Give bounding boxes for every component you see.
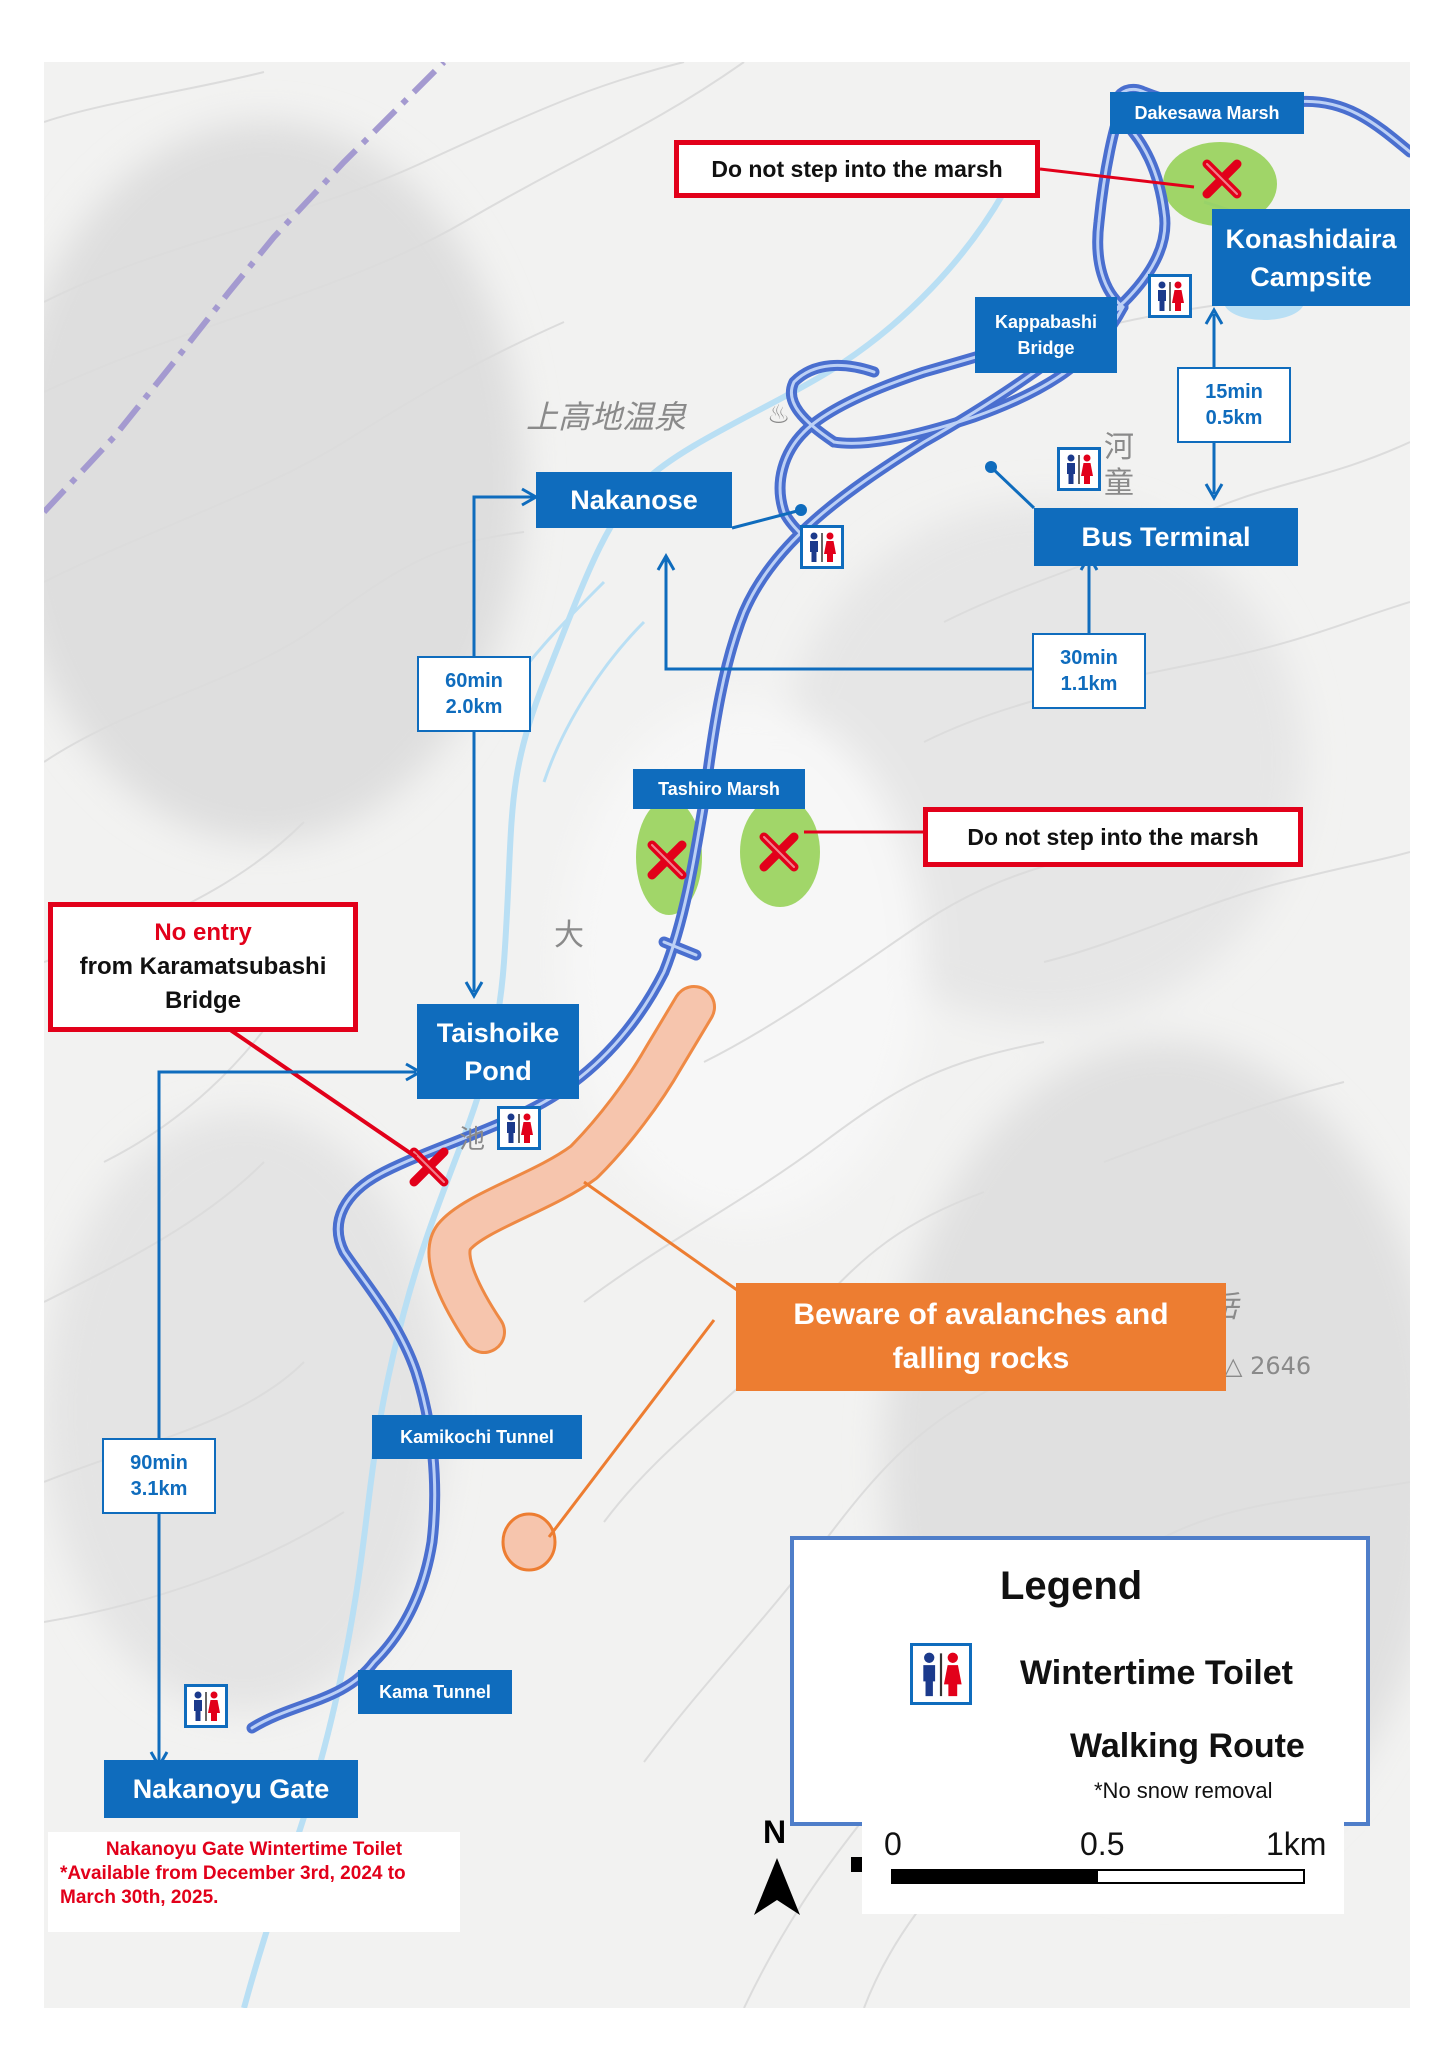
konashidaira-campsite-label: Konashidaira Campsite: [1212, 209, 1410, 306]
scale-tick-0: 0: [884, 1826, 902, 1862]
konashidaira-line1: Konashidaira: [1225, 223, 1397, 254]
notice-line1: Nakanoyu Gate Wintertime Toilet: [105, 1839, 403, 1860]
time-nakanose-taishoike-min: 60min: [445, 670, 503, 692]
notice-line3: March 30th, 2025.: [60, 1887, 219, 1908]
scale-tick-1km: 1km: [1266, 1826, 1327, 1862]
legend-toilet-icon: [910, 1643, 972, 1705]
boundary-line: [44, 62, 447, 515]
kappabashi-bridge-label: Kappabashi Bridge: [975, 297, 1117, 373]
kama-tunnel-label: Kama Tunnel: [358, 1670, 512, 1714]
time-nakanose-taishoike-km: 2.0km: [445, 696, 503, 718]
time-bus-nakanose-min: 30min: [1060, 647, 1118, 669]
note-connectors: [202, 167, 1195, 1538]
legend-box: [790, 1536, 1370, 1826]
ike-label: 池: [459, 1125, 486, 1155]
notice-line2: *Available from December 3rd, 2024 to: [60, 1863, 406, 1884]
kappabashi-line1: Kappabashi: [994, 312, 1098, 332]
scale-tick-half: 0.5: [1080, 1826, 1125, 1862]
no-entry-warning: No entry from Karamatsubashi Bridge: [48, 902, 358, 1032]
no-entry-line3: Bridge: [164, 987, 241, 1014]
nakanose-label: Nakanose: [536, 472, 732, 528]
marsh-warning-north: Do not step into the marsh: [674, 140, 1040, 198]
onsen-symbol: ♨: [767, 400, 791, 430]
map-canvas: 上高地温泉 ♨ 河 童 大 池 沢岳 △ 2646 Dakesawa Marsh…: [44, 62, 1410, 2008]
legend-title: Legend: [1000, 1564, 1143, 1608]
no-entry-line2: from Karamatsubashi: [79, 953, 327, 980]
kamikochi-tunnel-label: Kamikochi Tunnel: [372, 1415, 582, 1459]
toilet-icon: [800, 525, 844, 569]
taishoike-line2: Pond: [464, 1055, 532, 1086]
time-taishoike-nakanoyu-km: 3.1km: [130, 1478, 188, 1500]
time-konashidaira-bus-km: 0.5km: [1205, 407, 1263, 429]
legend-route-note: *No snow removal: [1094, 1778, 1273, 1803]
dai-label: 大: [554, 918, 584, 953]
time-bus-nakanose: 30min 1.1km: [1032, 633, 1146, 709]
avalanche-line2: falling rocks: [892, 1342, 1070, 1375]
avalanche-line1: Beware of avalanches and: [793, 1298, 1169, 1331]
avalanche-warning: Beware of avalanches and falling rocks: [736, 1283, 1226, 1391]
nakanoyu-toilet-notice: Nakanoyu Gate Wintertime Toilet *Availab…: [48, 1832, 460, 1932]
north-label: N: [763, 1814, 787, 1850]
scale-bar-overlay: [891, 1869, 1305, 1884]
kappabashi-line2: Bridge: [1017, 338, 1075, 358]
toilet-icon: [184, 1684, 228, 1728]
kappa-label-2: 童: [1104, 466, 1134, 501]
bus-terminal-point: [985, 461, 997, 473]
tashiro-marsh-label: Tashiro Marsh: [633, 769, 805, 809]
toilet-icon: [497, 1106, 541, 1150]
time-taishoike-nakanoyu-min: 90min: [130, 1452, 188, 1474]
time-taishoike-nakanoyu: 90min 3.1km: [102, 1438, 216, 1514]
elevation-label: △ 2646: [1224, 1352, 1312, 1380]
nakanoyu-gate-label: Nakanoyu Gate: [104, 1760, 358, 1818]
legend-toilet-label: Wintertime Toilet: [1020, 1654, 1293, 1692]
marsh-warning-tashiro: Do not step into the marsh: [923, 807, 1303, 867]
time-bus-nakanose-km: 1.1km: [1060, 673, 1118, 695]
onsen-label: 上高地温泉: [526, 398, 687, 436]
scale-panel: [862, 1812, 1344, 1914]
dakesawa-marsh-label: Dakesawa Marsh: [1110, 92, 1304, 134]
kappa-label-1: 河: [1104, 430, 1134, 465]
toilet-icon: [1057, 447, 1101, 491]
time-nakanose-taishoike: 60min 2.0km: [417, 656, 531, 732]
konashidaira-line2: Campsite: [1250, 261, 1372, 292]
toilet-icon: [1148, 274, 1192, 318]
avalanche-zone-north-fill: [430, 988, 713, 1351]
bus-terminal-label: Bus Terminal: [1034, 508, 1298, 566]
avalanche-zone-south: [501, 1512, 557, 1572]
taishoike-line1: Taishoike: [436, 1017, 560, 1048]
north-arrow: [754, 1858, 800, 1915]
taishoike-pond-label: Taishoike Pond: [417, 1004, 579, 1099]
nakanose-point: [795, 504, 807, 516]
legend-route-label: Walking Route: [1070, 1727, 1305, 1765]
no-entry-title: No entry: [154, 919, 252, 946]
time-konashidaira-bus-min: 15min: [1205, 381, 1263, 403]
time-konashidaira-bus: 15min 0.5km: [1177, 367, 1291, 443]
